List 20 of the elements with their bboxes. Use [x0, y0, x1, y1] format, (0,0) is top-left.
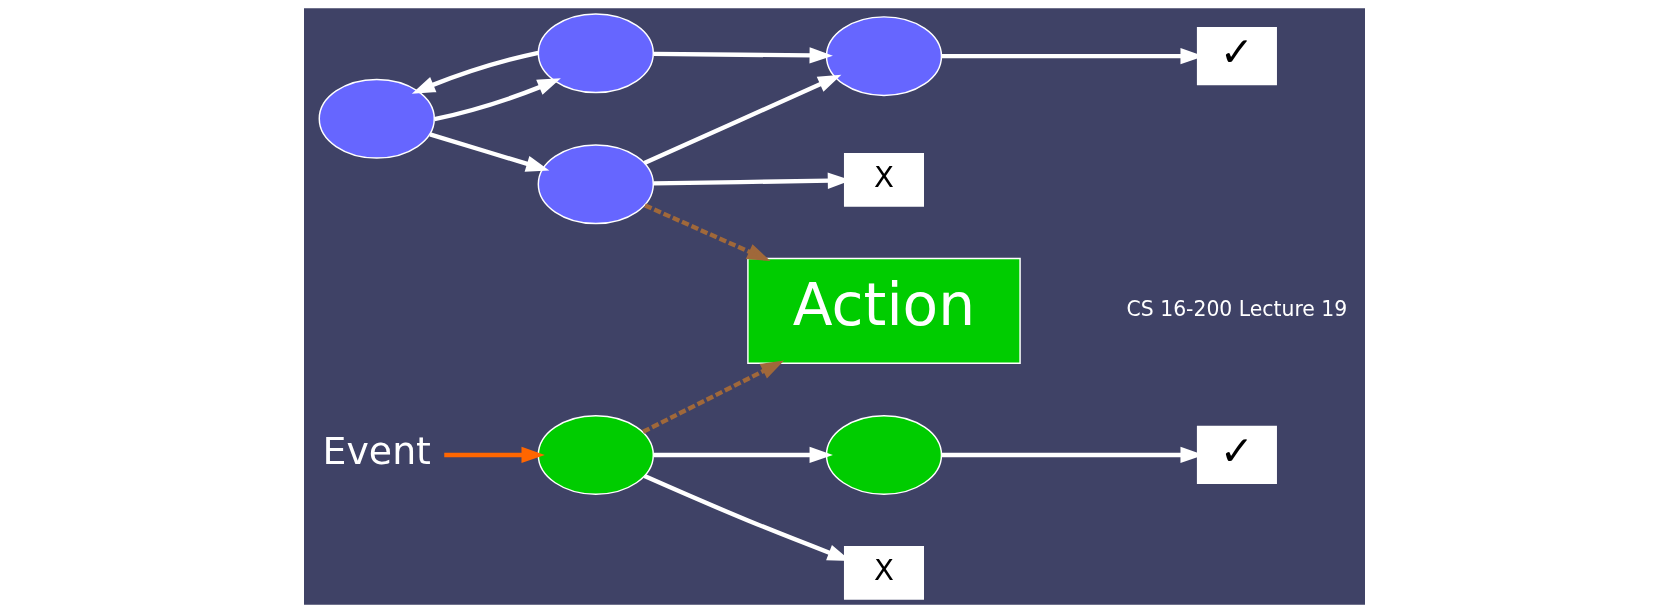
arrow: [644, 203, 771, 262]
node-ellipse: [537, 414, 655, 495]
node-box: Action: [747, 257, 1021, 364]
node-box: ✓: [1196, 27, 1277, 86]
arrow: [434, 78, 561, 122]
arrow: [643, 74, 842, 166]
node-ellipse: [825, 16, 943, 97]
node-ellipse: [825, 414, 943, 495]
arrow: [653, 446, 833, 464]
node-text: Event: [322, 429, 431, 474]
node-box: ✓: [1196, 425, 1277, 485]
arrow: [411, 50, 539, 94]
label: CS 16-200 Lecture 19: [1126, 297, 1348, 322]
arrow: [642, 360, 785, 434]
arrow: [444, 446, 545, 464]
node-box: X: [843, 152, 924, 207]
node-ellipse: [537, 144, 655, 225]
node-box: X: [843, 545, 924, 600]
arrow: [653, 47, 833, 64]
arrow: [429, 132, 550, 172]
